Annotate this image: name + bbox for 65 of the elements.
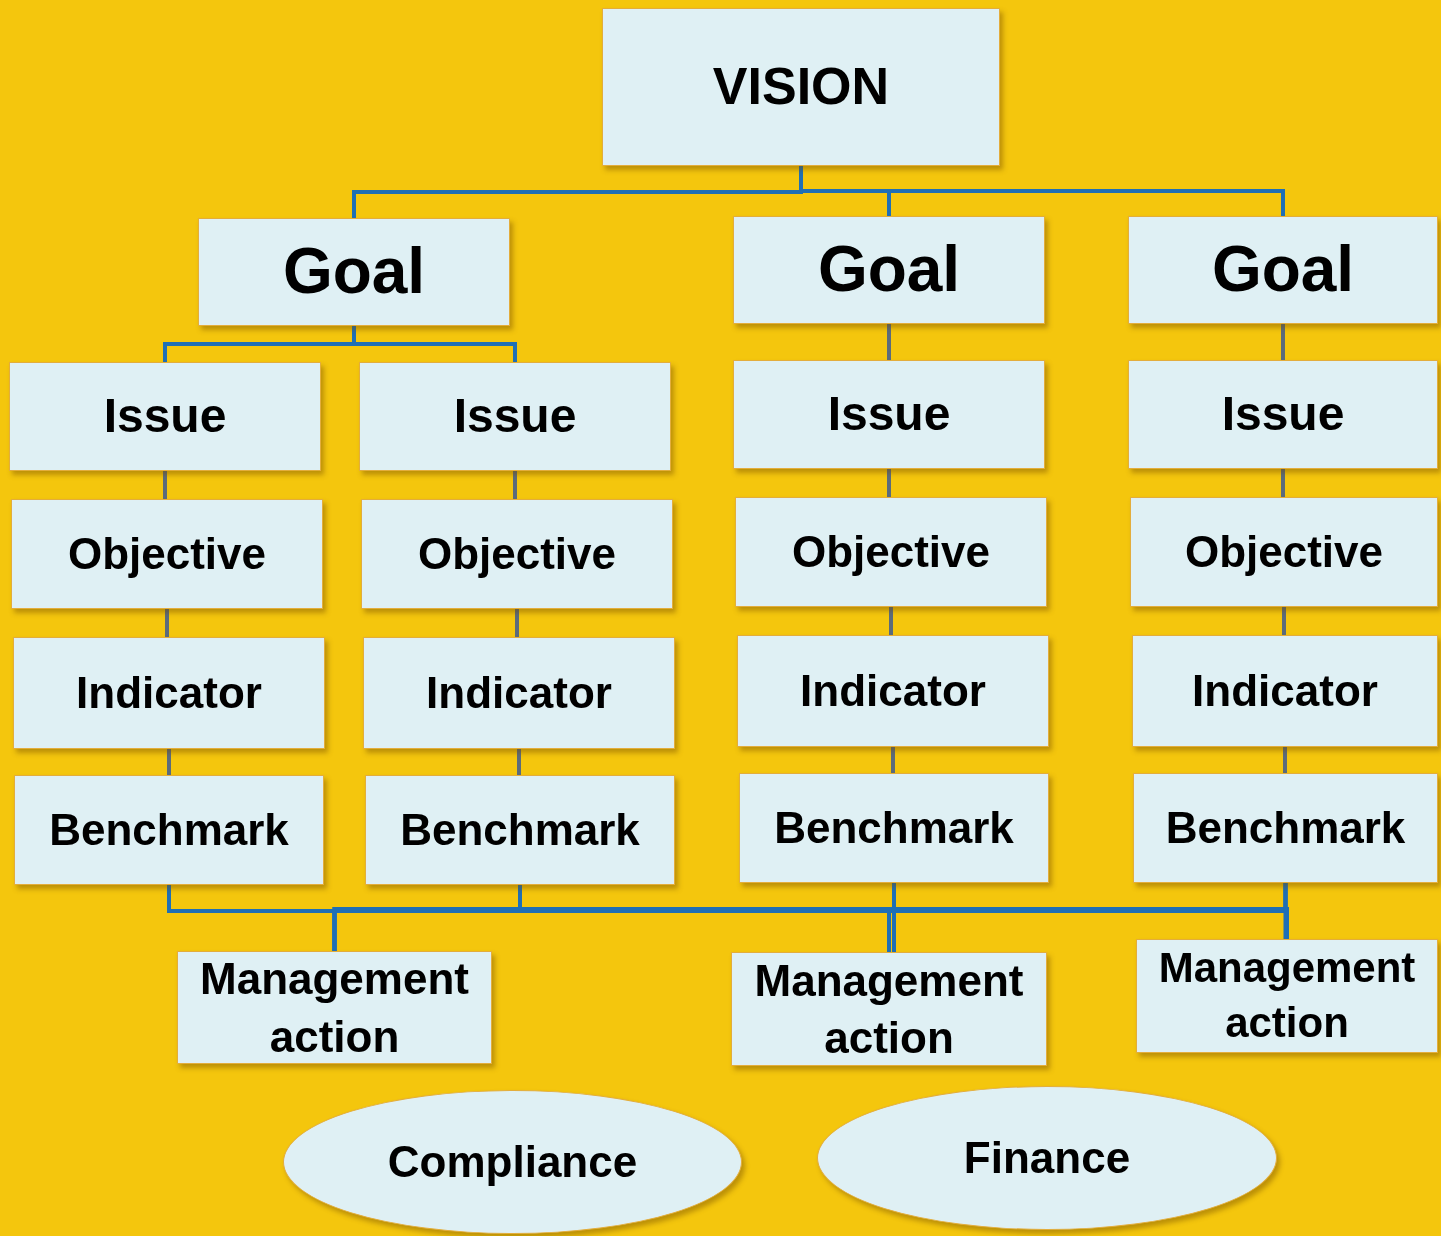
connector-line: [889, 607, 893, 635]
process-box: [9, 362, 321, 471]
node-label: Issue: [453, 388, 577, 445]
node-label: Issue: [827, 386, 951, 443]
node-label: Benchmark: [1165, 802, 1406, 855]
node-label: Management action: [753, 954, 1025, 1064]
connector-line: [1283, 883, 1288, 939]
node-label: Management action: [199, 953, 470, 1063]
connector-line: [515, 609, 519, 637]
connector-line: [1282, 607, 1286, 635]
process-box: [733, 360, 1045, 469]
connector-line: [1281, 469, 1285, 497]
node-label: Indicator: [426, 667, 612, 720]
connector-line: [887, 469, 891, 497]
node-label: Indicator: [800, 665, 986, 718]
process-box: [1136, 939, 1438, 1053]
connector-line: [513, 471, 517, 499]
connector-line: [1283, 747, 1287, 773]
process-box: [737, 635, 1049, 747]
process-box: [363, 637, 675, 749]
node-label: Indicator: [1192, 665, 1378, 718]
process-box: [735, 497, 1047, 607]
node-label: Goal: [282, 234, 426, 310]
process-box: [602, 8, 1000, 166]
node-label: Benchmark: [400, 804, 640, 857]
node-label: Benchmark: [49, 804, 289, 857]
node-label: Compliance: [387, 1136, 638, 1189]
node-label: VISION: [712, 56, 890, 118]
process-box: [1132, 635, 1438, 747]
process-box: [177, 951, 492, 1064]
process-box: [14, 775, 324, 885]
node-label: Issue: [1221, 386, 1345, 443]
node-label: Management action: [1157, 943, 1417, 1048]
node-label: Finance: [963, 1132, 1131, 1185]
node-label: Indicator: [76, 667, 262, 720]
process-box: [365, 775, 675, 885]
node-label: Objective: [417, 528, 617, 581]
connector-line: [352, 326, 517, 362]
connector-line: [517, 749, 521, 775]
process-box: [1133, 773, 1438, 883]
node-label: Benchmark: [774, 802, 1014, 855]
process-box: [361, 499, 673, 609]
process-box: [733, 216, 1045, 324]
connector-line: [165, 609, 169, 637]
node-label: Objective: [791, 526, 991, 579]
connector-line: [1281, 324, 1285, 360]
node-label: Goal: [817, 232, 961, 308]
node-label: Objective: [67, 528, 267, 581]
node-label: Goal: [1211, 232, 1355, 308]
process-box: [359, 362, 671, 471]
process-box: [1128, 216, 1438, 324]
node-label: Objective: [1184, 526, 1384, 579]
connector-line: [799, 166, 1285, 216]
process-box: [1130, 497, 1438, 607]
process-box: [11, 499, 323, 609]
connector-line: [167, 749, 171, 775]
process-box: [731, 952, 1047, 1066]
process-box: [1128, 360, 1438, 469]
connector-line: [163, 471, 167, 499]
process-box: [13, 637, 325, 749]
connector-line: [887, 324, 891, 360]
process-box: [198, 218, 510, 326]
process-box: [739, 773, 1049, 883]
node-label: Issue: [103, 388, 227, 445]
connector-line: [891, 747, 895, 773]
